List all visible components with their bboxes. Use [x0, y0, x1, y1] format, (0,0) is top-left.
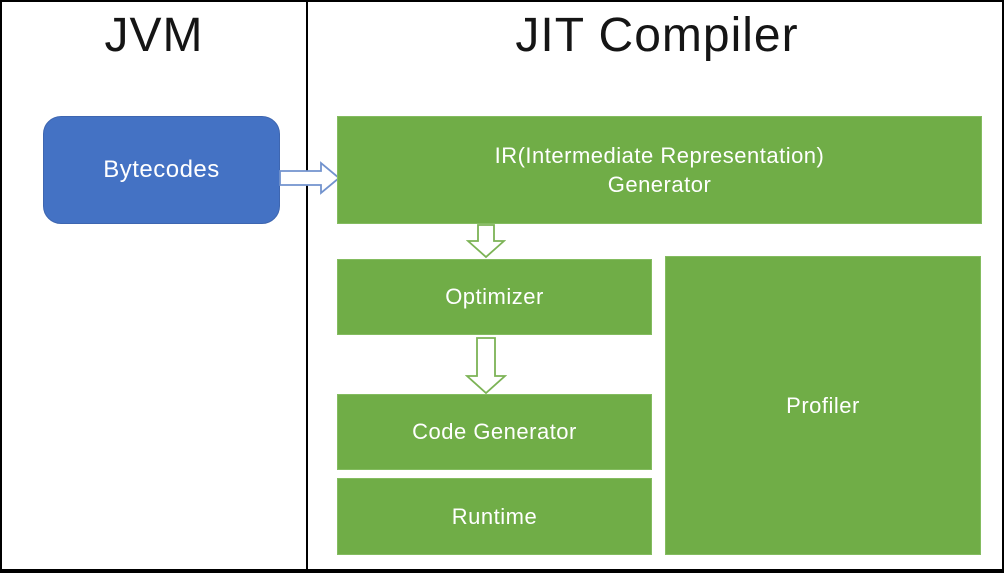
bytecodes-label: Bytecodes — [103, 156, 220, 184]
bytecodes-to-ir-arrow-icon — [279, 160, 341, 196]
code-generator-node: Code Generator — [337, 394, 652, 470]
optimizer-to-code-generator-arrow-icon — [465, 337, 507, 395]
profiler-label: Profiler — [786, 392, 860, 418]
panel-divider — [306, 2, 308, 569]
bytecodes-node: Bytecodes — [43, 116, 280, 224]
ir-to-optimizer-arrow-icon — [466, 224, 506, 259]
ir-generator-label-line1: IR(Intermediate Representation) — [494, 142, 825, 168]
runtime-node: Runtime — [337, 478, 652, 555]
optimizer-label: Optimizer — [445, 284, 544, 310]
runtime-label: Runtime — [451, 503, 538, 529]
optimizer-node: Optimizer — [337, 259, 652, 335]
ir-generator-node: IR(Intermediate Representation) Generato… — [337, 116, 982, 224]
code-generator-label: Code Generator — [412, 419, 577, 445]
ir-generator-label-line2: Generator — [607, 172, 712, 197]
jit-compiler-panel-title: JIT Compiler — [515, 9, 799, 62]
jvm-panel-title: JVM — [104, 9, 204, 62]
profiler-node: Profiler — [665, 256, 981, 555]
